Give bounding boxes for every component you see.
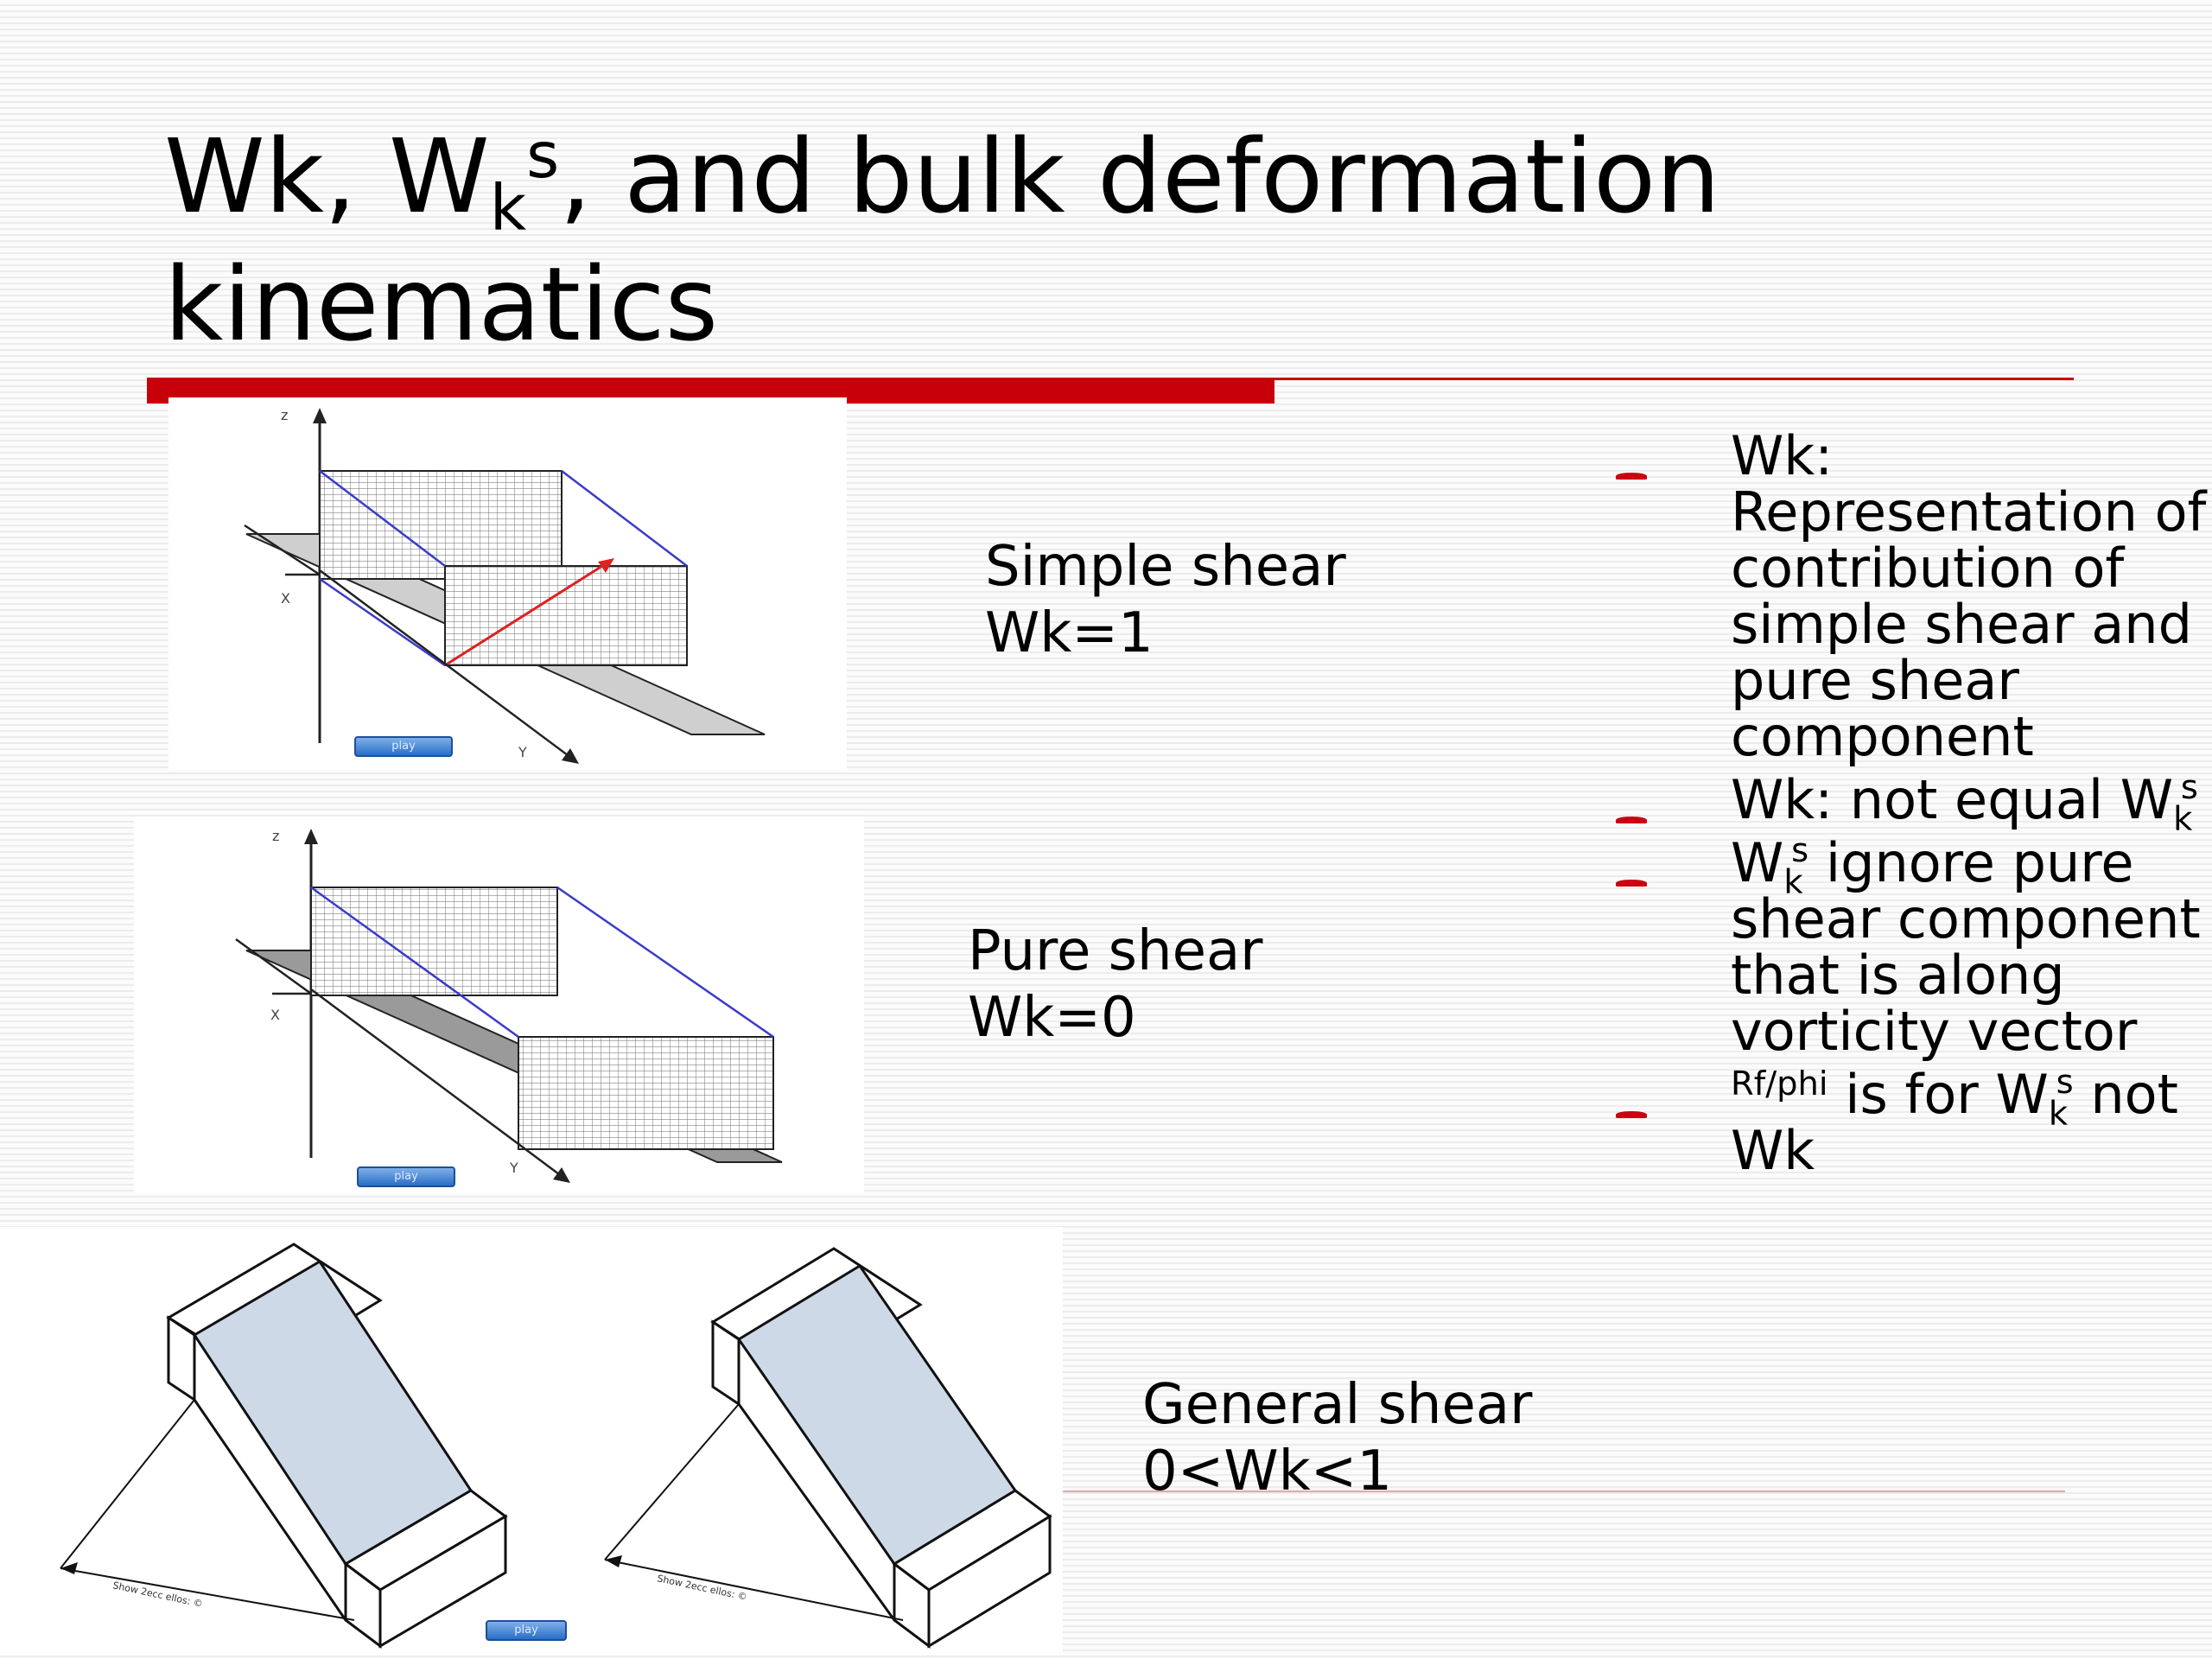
caption-pure-shear: Pure shear Wk=0 (968, 919, 1263, 1050)
simple-shear-diagram: z X Y play (168, 397, 847, 769)
title-superscript: s (526, 118, 560, 193)
general-shear-diagram: Show 2ecc ellos: © Show 2ecc ellos: © pl… (0, 1227, 1063, 1655)
play-button[interactable]: play (357, 1166, 455, 1187)
axis-label-x: X (270, 1007, 280, 1023)
axis-label-x: X (281, 590, 290, 607)
play-button[interactable]: play (486, 1620, 567, 1641)
axis-label-z: z (272, 828, 279, 844)
title-subscript: k (489, 171, 527, 245)
bullet-item: Wks ignore pure shear component that is … (1616, 834, 2212, 1059)
bullet-item: Wk: not equal Wks (1616, 771, 2212, 836)
caption-general-shear: General shear 0<Wk<1 (1142, 1373, 1533, 1503)
play-button[interactable]: play (354, 736, 453, 757)
title-rule-thin (1274, 378, 2074, 380)
slide-title: Wk, Wks, and bulk deformation kinematics (164, 117, 1721, 364)
svg-text:Show 2ecc ellos: ©: Show 2ecc ellos: © (656, 1573, 747, 1603)
bullet-marker-icon (1616, 817, 1647, 823)
bullet-item: Rf/phi is for Wks not Wk (1616, 1065, 2212, 1179)
bullet-marker-icon (1616, 473, 1647, 480)
bullet-list: Wk: Representation of contribution of si… (1616, 428, 2212, 1185)
bottom-rule (1063, 1491, 2065, 1492)
bullet-marker-icon (1616, 880, 1647, 887)
bullet-item: Wk: Representation of contribution of si… (1616, 428, 2212, 765)
axis-label-z: z (281, 407, 288, 423)
pure-shear-diagram: z X Y play (134, 817, 864, 1192)
caption-simple-shear: Simple shear Wk=1 (985, 535, 1346, 665)
svg-text:Show 2ecc ellos: ©: Show 2ecc ellos: © (111, 1580, 203, 1610)
bullet-marker-icon (1616, 1111, 1647, 1118)
axis-label-y: Y (518, 744, 527, 760)
axis-label-y: Y (509, 1160, 518, 1176)
